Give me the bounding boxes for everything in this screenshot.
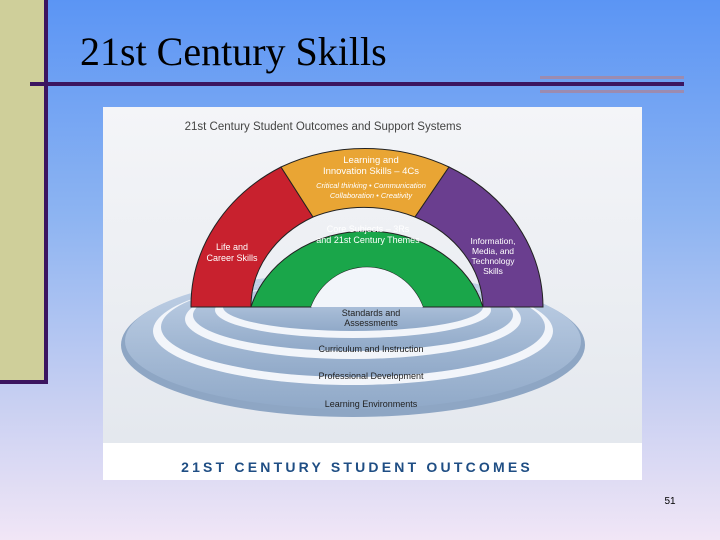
title-underline [30, 82, 684, 86]
left-band-bottom-edge [0, 380, 48, 384]
ring-label-curriculum: Curriculum and Instruction [318, 344, 423, 354]
right-arc-label-3: Technology [471, 256, 515, 266]
skills-diagram: 21st Century Student Outcomes and Suppor… [103, 107, 642, 480]
core-arc-label-1: Core Subjects – 3Rs [327, 224, 410, 234]
ring-label-standards-1: Standards and [342, 308, 401, 318]
ring-label-standards-2: Assessments [344, 318, 398, 328]
ring-label-learning-env: Learning Environments [325, 399, 418, 409]
slide-title: 21st Century Skills [80, 28, 387, 75]
top-arc-sub-1: Critical thinking • Communication [316, 181, 426, 190]
title-accent-line-bottom [540, 90, 684, 93]
right-arc-label-2: Media, and [472, 246, 514, 256]
core-arc-label-2: and 21st Century Themes [316, 235, 420, 245]
diagram-footer: 21ST CENTURY STUDENT OUTCOMES [181, 459, 533, 475]
diagram-heading: 21st Century Student Outcomes and Suppor… [185, 121, 462, 133]
skills-diagram-svg: 21st Century Student Outcomes and Suppor… [103, 107, 642, 480]
left-band-edge [44, 0, 48, 384]
left-decorative-band [0, 0, 46, 382]
top-arc-label-1: Learning and [343, 155, 398, 166]
left-arc-label-1: Life and [216, 242, 248, 252]
left-arc-label-2: Career Skills [206, 253, 258, 263]
page-number: 51 [640, 496, 700, 507]
ring-label-professional: Professional Development [318, 371, 424, 381]
title-accent-line-top [540, 76, 684, 79]
right-arc-label-1: Information, [471, 236, 516, 246]
top-arc-sub-2: Collaboration • Creativity [330, 191, 413, 200]
right-arc-label-4: Skills [483, 266, 503, 276]
top-arc-label-2: Innovation Skills – 4Cs [323, 166, 419, 177]
